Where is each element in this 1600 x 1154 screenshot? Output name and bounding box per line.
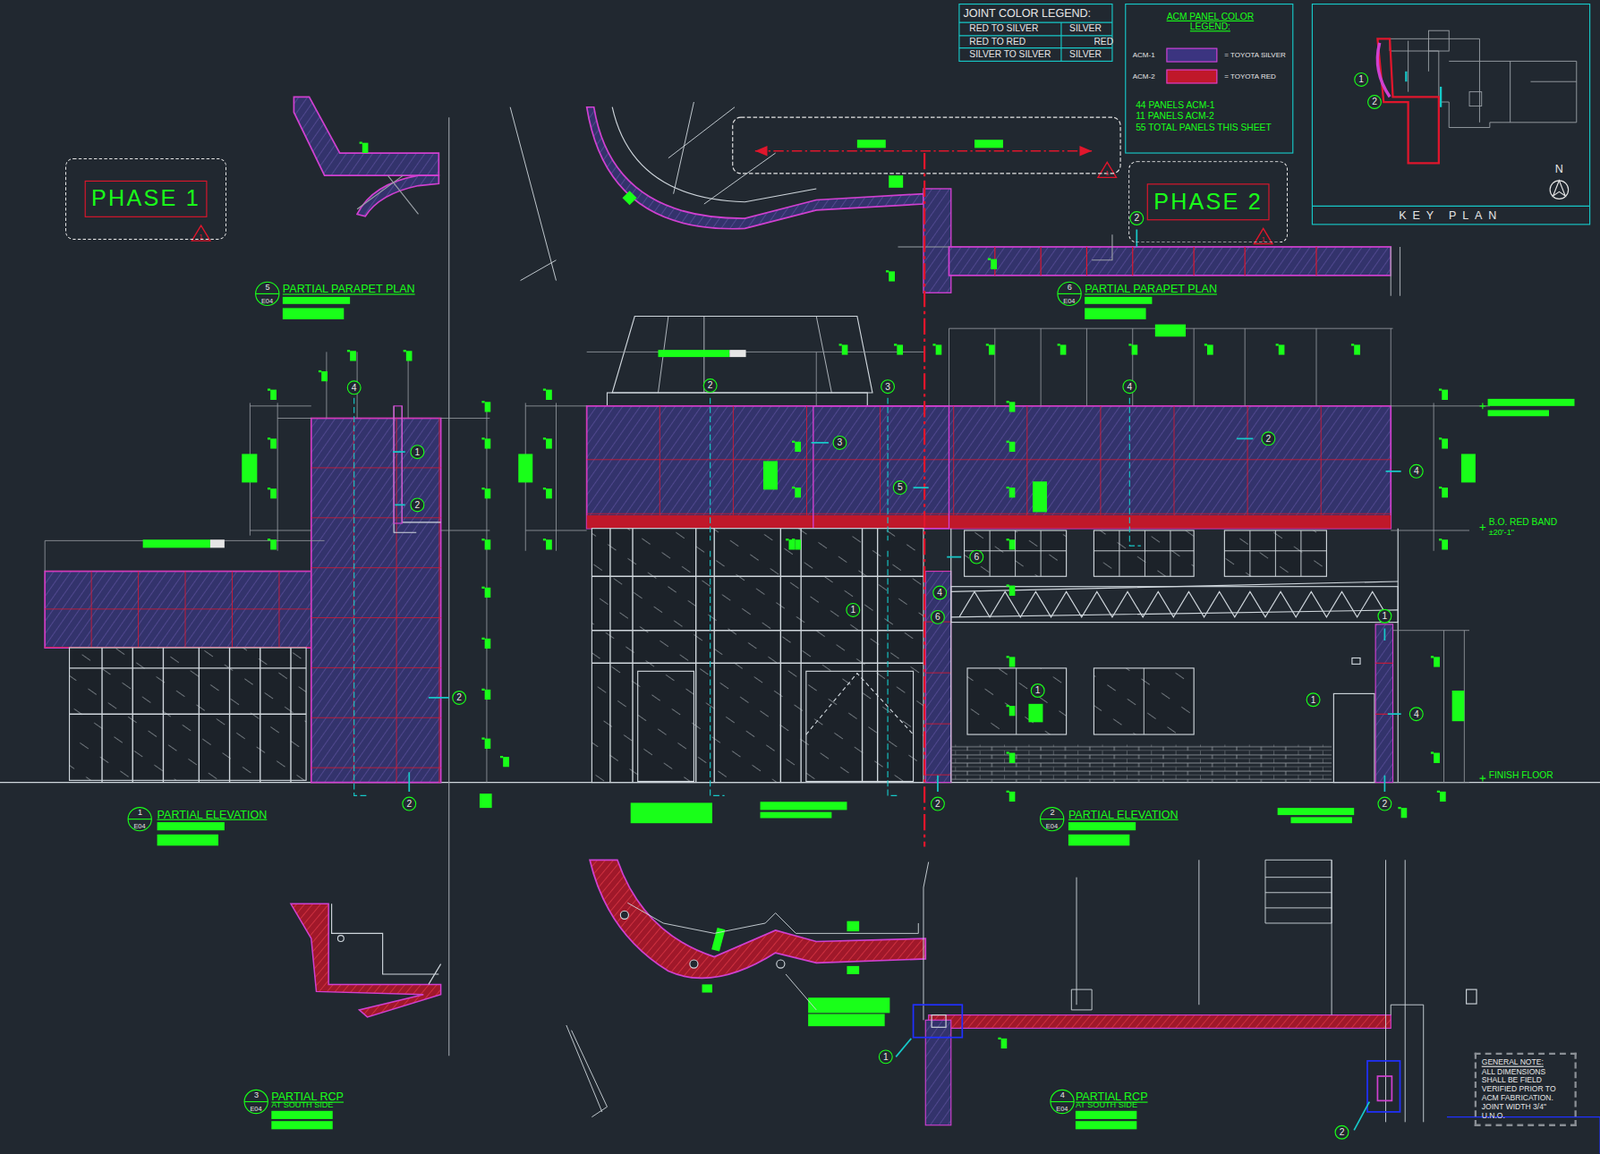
panel-count: 55 TOTAL PANELS THIS SHEET: [1135, 123, 1272, 134]
view-title: PARTIAL ELEVATION: [157, 808, 268, 821]
callout-number: 1: [1030, 683, 1046, 698]
table-cell: SILVER: [1069, 24, 1102, 35]
callout-number: 1: [1377, 609, 1392, 624]
node-text: PHASE 2: [1146, 183, 1270, 221]
panel-count: 44 PANELS ACM-1: [1135, 101, 1215, 111]
view-number: 2: [1049, 808, 1055, 818]
callout-number: 6: [930, 610, 945, 625]
elevation-mark: FINISH FLOOR: [1489, 771, 1554, 782]
callout-number: 4: [1409, 464, 1424, 479]
table-cell: RED TO SILVER: [969, 24, 1039, 35]
sheet-number: E04: [1055, 1104, 1068, 1112]
legend-heading: ACM PANEL COLOR LEGEND:: [1154, 12, 1267, 34]
sheet-number: E04: [261, 296, 273, 304]
table-cell: SILVER: [1069, 50, 1102, 60]
revision-number: 1: [1105, 169, 1109, 178]
sheet-number: E04: [133, 822, 145, 830]
callout-number: 2: [409, 497, 425, 512]
view-title: PARTIAL PARAPET PLAN: [282, 282, 416, 296]
north-label: N: [1555, 161, 1564, 175]
table-cell: SILVER TO SILVER: [969, 50, 1051, 60]
callout-number: 6: [969, 550, 984, 565]
callout-number: 1: [409, 444, 425, 460]
elevation-mark: B.O. RED BAND: [1489, 518, 1558, 528]
legend-swatch: [1165, 69, 1218, 85]
callout-number: 2: [930, 797, 945, 812]
view-number: 4: [1060, 1091, 1065, 1101]
key-plan-title: KEY PLAN: [1398, 209, 1503, 222]
elevation-mark: ±20'-1": [1489, 528, 1515, 538]
panel-count: 11 PANELS ACM-2: [1135, 111, 1214, 122]
note-heading: GENERAL NOTE:: [1481, 1059, 1570, 1069]
callout-number: 2: [1260, 431, 1276, 446]
node-text: ALL DIMENSIONS SHALL BE FIELD VERIFIED P…: [1481, 1067, 1570, 1121]
legend-text: = TOYOTA RED: [1224, 72, 1276, 81]
legend-text: = TOYOTA SILVER: [1224, 51, 1286, 60]
legend-swatch: [1165, 48, 1218, 63]
callout-number: 4: [1409, 706, 1424, 722]
view-title: PARTIAL ELEVATION: [1068, 808, 1179, 821]
sheet-number: E04: [1046, 822, 1058, 830]
callout-number: 1: [878, 1049, 894, 1064]
view-subtitle: AT SOUTH SIDE: [271, 1102, 333, 1112]
view-subtitle: AT SOUTH SIDE: [1075, 1102, 1138, 1112]
node-text: PHASE 1: [84, 180, 208, 218]
table-cell: RED TO RED: [969, 37, 1026, 48]
callout-number: 2: [1377, 797, 1392, 812]
table-heading: JOINT COLOR LEGEND:: [962, 7, 1091, 20]
callout-number: 1: [1353, 72, 1369, 87]
callout-number: 4: [932, 586, 947, 601]
callout-number: 4: [1122, 379, 1137, 394]
sheet-number: E04: [249, 1104, 262, 1112]
phase-box: PHASE 2: [1128, 161, 1288, 243]
sheet-number: E04: [1063, 296, 1075, 304]
view-number: 1: [137, 808, 143, 818]
callout-number: 2: [451, 690, 467, 706]
table-cell: RED: [1093, 37, 1114, 48]
general-note: GENERAL NOTE:ALL DIMENSIONS SHALL BE FIE…: [1474, 1053, 1577, 1128]
callout-number: 2: [703, 378, 718, 393]
view-number: 3: [254, 1091, 259, 1101]
callout-number: 4: [347, 380, 362, 395]
view-number: 6: [1067, 282, 1073, 292]
view-title: PARTIAL PARAPET PLAN: [1084, 282, 1218, 296]
view-number: 5: [264, 282, 270, 292]
legend-code: ACM-1: [1132, 51, 1156, 60]
callout-number: 1: [845, 603, 860, 618]
callout-number: 1: [1306, 692, 1321, 707]
callout-number: 2: [1129, 211, 1144, 226]
callout-number: 3: [880, 379, 895, 394]
callout-number: 2: [401, 797, 417, 812]
callout-number: 2: [1367, 94, 1382, 110]
callout-number: 2: [1335, 1125, 1350, 1141]
callout-number: 5: [893, 480, 908, 495]
callout-number: 3: [832, 435, 847, 451]
legend-code: ACM-2: [1132, 72, 1156, 81]
phase-box: PHASE 1: [65, 158, 227, 240]
